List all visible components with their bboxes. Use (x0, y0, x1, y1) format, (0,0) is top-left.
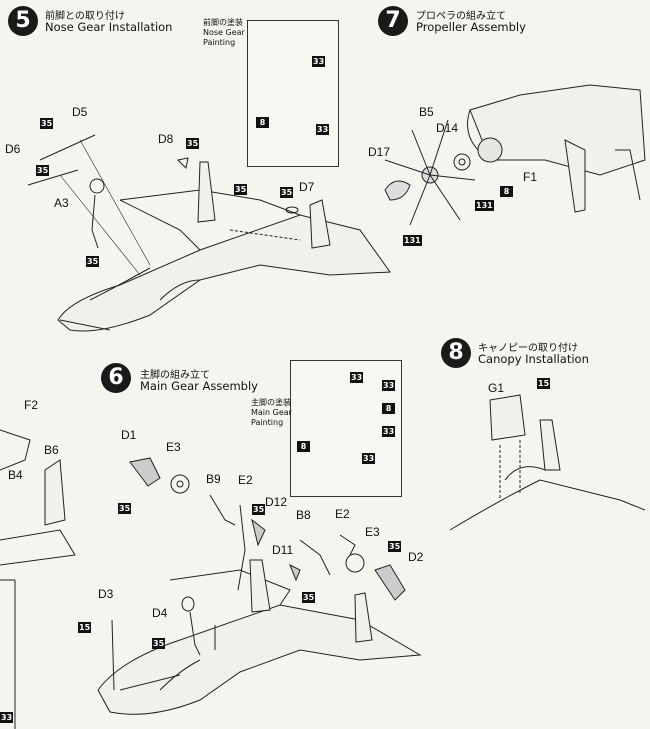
step-title-jp: キャノピーの取り付け (478, 343, 578, 354)
nose-gear-paint-box (247, 20, 339, 167)
color-code: 35 (302, 592, 316, 603)
color-code: 8 (382, 403, 395, 414)
part-label: F2 (24, 398, 39, 412)
color-code: 35 (40, 118, 54, 129)
color-code: 35 (252, 504, 266, 515)
part-label: D17 (368, 145, 391, 159)
color-code: 33 (316, 124, 330, 135)
main-gear-parts-step6 (111, 457, 406, 691)
color-code: 35 (234, 184, 248, 195)
step-title-en: Nose Gear Installation (45, 20, 173, 34)
step-title-jp: 主脚の組み立て (140, 370, 210, 381)
part-label: B9 (206, 472, 221, 486)
part-label: D6 (5, 142, 21, 156)
part-label: D1 (121, 428, 137, 442)
partial-aircraft-left (0, 429, 76, 729)
color-code: 35 (36, 165, 50, 176)
color-code: 15 (537, 378, 551, 389)
main-gear-paint-note: 主脚の塗装 Main Gear Painting (251, 398, 292, 428)
part-label: E3 (365, 525, 380, 539)
part-label: D5 (72, 105, 88, 119)
step-title-jp: プロペラの組み立て (416, 11, 506, 22)
color-code: 35 (186, 138, 200, 149)
color-code: 131 (475, 200, 494, 211)
color-code: 33 (350, 372, 364, 383)
part-label: E2 (335, 507, 350, 521)
paint-note-en-2: Painting (203, 38, 236, 47)
step-number-badge: 8 (441, 338, 471, 368)
step-number-badge: 5 (8, 6, 38, 36)
step-title-en: Propeller Assembly (416, 20, 526, 34)
part-label: B4 (8, 468, 23, 482)
part-label: B6 (44, 443, 59, 457)
part-label: D3 (98, 587, 114, 601)
aircraft-step8-drawing (449, 394, 646, 531)
step-number-badge: 6 (101, 363, 131, 393)
color-code: 35 (86, 256, 100, 267)
part-label: D11 (272, 543, 294, 557)
color-code: 8 (500, 186, 513, 197)
propeller-drawing (384, 119, 476, 226)
color-code: 35 (118, 503, 132, 514)
part-label: D4 (152, 606, 168, 620)
paint-note-jp: 前脚の塗装 (203, 18, 243, 27)
color-code: 33 (0, 712, 14, 723)
part-label: B8 (296, 508, 311, 522)
part-label: D2 (408, 550, 424, 564)
paint-note-en-1: Nose Gear (203, 28, 245, 37)
aircraft-step5-drawing (57, 161, 391, 332)
part-label: F1 (523, 170, 538, 184)
nose-gear-paint-note: 前脚の塗装 Nose Gear Painting (203, 18, 245, 48)
color-code: 35 (152, 638, 166, 649)
part-label: G1 (488, 381, 505, 395)
color-code: 33 (362, 453, 376, 464)
step-title-jp: 前脚との取り付け (45, 11, 125, 22)
part-label: A3 (54, 196, 69, 210)
step-title-en: Main Gear Assembly (140, 379, 258, 393)
paint-note-en-1: Main Gear (251, 408, 292, 417)
part-label: D8 (158, 132, 174, 146)
color-code: 33 (382, 380, 396, 391)
color-code: 8 (256, 117, 269, 128)
color-code: 33 (382, 426, 396, 437)
part-label: D14 (436, 121, 459, 135)
color-code: 33 (312, 56, 326, 67)
paint-note-jp: 主脚の塗装 (251, 398, 291, 407)
step-number-badge: 7 (378, 6, 408, 36)
part-label: D12 (265, 495, 288, 509)
step-title-en: Canopy Installation (478, 352, 589, 366)
part-label: E3 (166, 440, 181, 454)
color-code: 35 (388, 541, 402, 552)
color-code: 35 (280, 187, 294, 198)
aircraft-step6-drawing (97, 559, 422, 715)
nose-gear-detail-step5 (27, 134, 299, 276)
part-label: B5 (419, 105, 434, 119)
color-code: 8 (297, 441, 310, 452)
aircraft-step7-drawing (467, 84, 646, 213)
part-label: D7 (299, 180, 315, 194)
color-code: 15 (78, 622, 92, 633)
paint-note-en-2: Painting (251, 418, 284, 427)
color-code: 131 (403, 235, 422, 246)
part-label: E2 (238, 473, 253, 487)
